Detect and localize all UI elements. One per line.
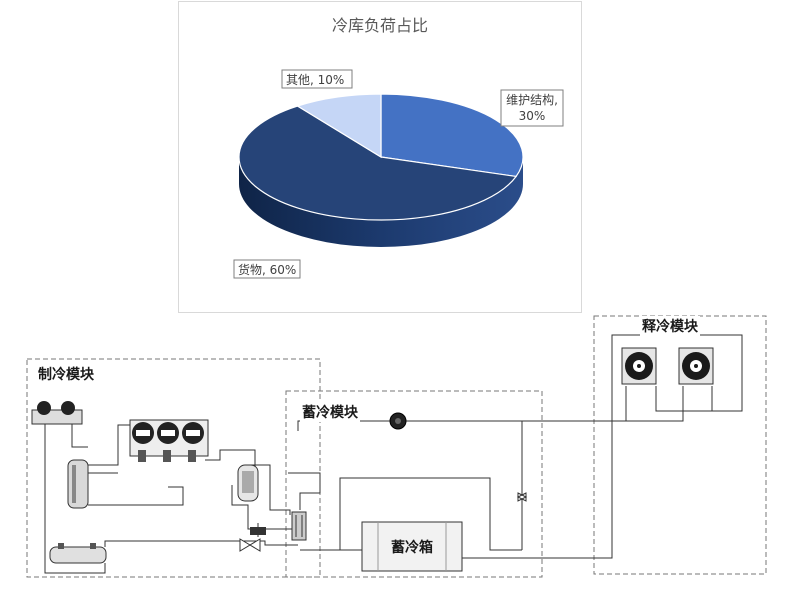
- fan-unit-1-icon: [621, 347, 657, 385]
- refrigeration-module-label: 制冷模块: [36, 364, 96, 384]
- release-module-label: 释冷模块: [640, 316, 700, 336]
- fan-unit-2-icon: [678, 347, 714, 385]
- receiver-tank-icon: [67, 459, 89, 509]
- bypass-valve-icon: [516, 492, 528, 502]
- pie-chart-panel: 冷库负荷占比 维护结构, 30% 货物, 60% 其他, 10%: [178, 1, 582, 313]
- pie-label-1: 货物, 60%: [233, 259, 301, 279]
- oil-separator-icon: [237, 464, 259, 502]
- svg-text:维护结构,: 维护结构,: [506, 92, 558, 107]
- chiller-icon: [49, 543, 107, 564]
- pie-chart: 维护结构, 30% 货物, 60% 其他, 10%: [233, 69, 564, 279]
- pie-side-wall: [239, 157, 523, 247]
- storage-module-label: 蓄冷模块: [300, 402, 360, 422]
- svg-text:30%: 30%: [519, 109, 546, 123]
- svg-text:货物, 60%: 货物, 60%: [238, 262, 296, 277]
- refrigeration-system-diagram: 蓄冷箱: [26, 315, 767, 578]
- expansion-valve-icon: [239, 527, 266, 552]
- storage-tank: [361, 521, 463, 572]
- condenser-icon: [31, 401, 83, 425]
- pie-label-2: 其他, 10%: [281, 69, 353, 89]
- pie-slice-2: [296, 93, 382, 159]
- compressor-group-icon: [129, 419, 209, 462]
- pie-label-0: 维护结构, 30%: [500, 89, 564, 127]
- release-module-box: [593, 315, 767, 575]
- refrigeration-module-box: [26, 358, 321, 578]
- storage-module-box: [285, 390, 543, 578]
- chart-title: 冷库负荷占比: [331, 16, 428, 35]
- pie-slice-0: [380, 93, 524, 178]
- heat-exchanger-icon: [291, 511, 307, 541]
- pie-slice-1: [238, 105, 518, 221]
- storage-tank-label: 蓄冷箱: [391, 539, 433, 556]
- svg-text:其他, 10%: 其他, 10%: [286, 73, 344, 87]
